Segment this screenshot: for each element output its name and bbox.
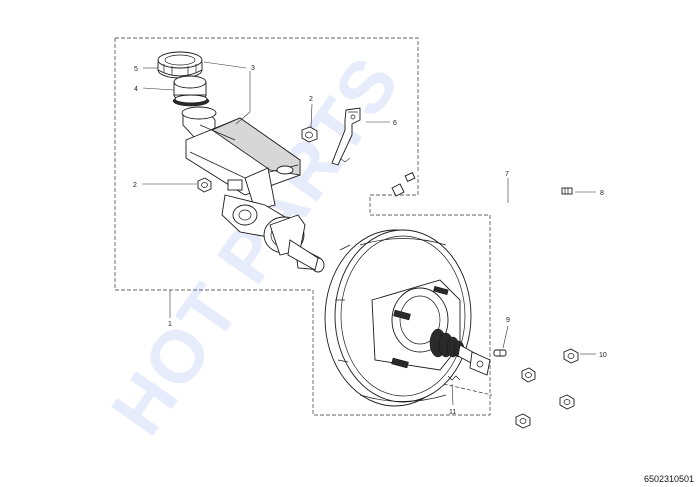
callout-3: 3	[251, 65, 255, 72]
callout-1: 1	[168, 321, 172, 328]
group-outline-pushrod	[425, 379, 493, 396]
hose-clip	[561, 187, 573, 195]
callout-2-lower: 2	[133, 182, 137, 189]
nut-10-lower	[515, 413, 531, 429]
callout-2-upper: 2	[309, 96, 313, 103]
clevis-pin	[493, 349, 507, 357]
callout-6: 6	[393, 120, 397, 127]
nut-10-right	[559, 394, 575, 410]
fluid-reservoir	[181, 106, 301, 211]
callout-10: 10	[599, 352, 607, 359]
callout-7: 7	[505, 171, 509, 178]
brake-booster	[324, 229, 472, 407]
reservoir-strainer	[172, 75, 210, 107]
nut-10-mid	[521, 367, 536, 383]
reservoir-cap	[157, 51, 203, 79]
vacuum-hose	[391, 166, 564, 217]
leader-lines	[142, 61, 596, 406]
nut-10-upper	[563, 348, 579, 364]
diagram-code: 6502310501	[644, 474, 694, 484]
callout-9: 9	[506, 317, 510, 324]
callout-4: 4	[134, 86, 138, 93]
nut-lower	[197, 177, 212, 193]
bracket	[331, 107, 361, 166]
callout-5: 5	[134, 66, 138, 73]
callout-11: 11	[449, 409, 456, 416]
pushrod-boot	[429, 328, 491, 376]
callout-8: 8	[600, 190, 604, 197]
master-cylinder-body	[221, 194, 325, 273]
group-outline-master-cylinder	[114, 37, 491, 416]
nut-upper	[301, 126, 318, 143]
spring-clip	[447, 375, 461, 381]
